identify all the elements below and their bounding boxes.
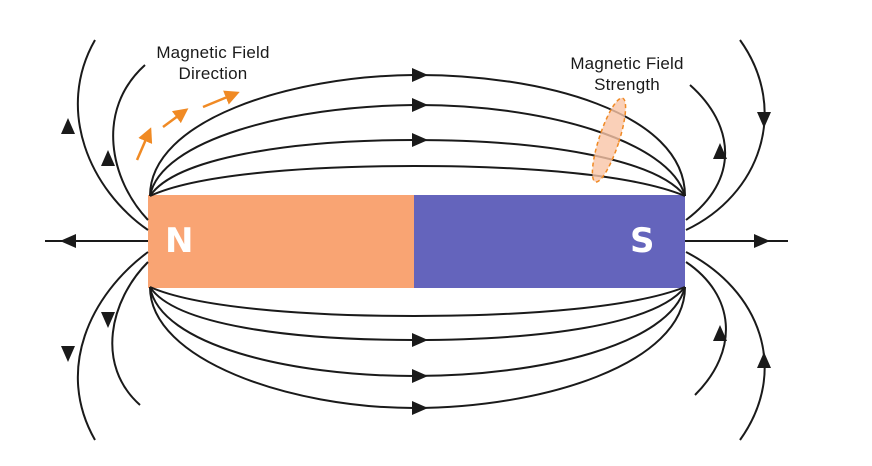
arrow-outer-right-bottom-2 (713, 325, 727, 341)
arrow-axis-right (754, 234, 770, 248)
arrow-outer-right-top-2 (713, 143, 727, 159)
field-line-outer-right-top-2 (685, 84, 727, 221)
field-line-outer-right-top-1 (685, 39, 766, 231)
direction-label-line-1: Magnetic Field (156, 43, 270, 62)
strength-label-line-1: Magnetic Field (570, 54, 684, 73)
field-line-outer-left-bottom-2 (111, 261, 149, 406)
field-line-outer-left-bottom-1 (76, 251, 149, 441)
south-pole (414, 195, 685, 288)
arrow-outer-left-top-1 (61, 118, 75, 134)
arrow-bottom-3 (412, 333, 428, 347)
arrow-bottom-2 (412, 369, 428, 383)
north-pole-label: N (165, 221, 194, 261)
field-line-outer-right-bottom-2 (685, 261, 727, 396)
north-pole (148, 195, 414, 288)
direction-label: Magnetic Field Direction (128, 42, 298, 84)
direction-arrow-1 (135, 127, 153, 161)
arrow-outer-right-bottom-1 (757, 352, 771, 368)
field-line-bottom-2 (149, 286, 686, 378)
arrow-outer-right-top-1 (757, 112, 771, 128)
arrow-top-2 (412, 98, 428, 112)
arrow-outer-left-top-2 (101, 150, 115, 166)
direction-arrow-3 (202, 90, 240, 109)
arrow-top-3 (412, 133, 428, 147)
field-line-outer-left-top-1 (76, 39, 149, 231)
field-line-outer-right-bottom-1 (685, 251, 766, 441)
field-line-outer-left-top-2 (112, 64, 149, 221)
field-line-bottom-3 (149, 286, 686, 342)
arrow-axis-left (60, 234, 76, 248)
direction-label-line-2: Direction (178, 64, 248, 83)
arrow-outer-left-bottom-1 (61, 346, 75, 362)
south-pole-label: S (630, 221, 655, 261)
field-line-bottom-4 (149, 286, 686, 318)
arrow-outer-left-bottom-2 (101, 312, 115, 328)
arrow-top-1 (412, 68, 428, 82)
direction-arrow-2 (162, 108, 189, 129)
strength-label-line-2: Strength (594, 75, 660, 94)
field-strength-marker (591, 97, 627, 183)
arrow-bottom-1 (412, 401, 428, 415)
field-line-top-4 (149, 164, 686, 197)
strength-label: Magnetic Field Strength (542, 53, 712, 95)
